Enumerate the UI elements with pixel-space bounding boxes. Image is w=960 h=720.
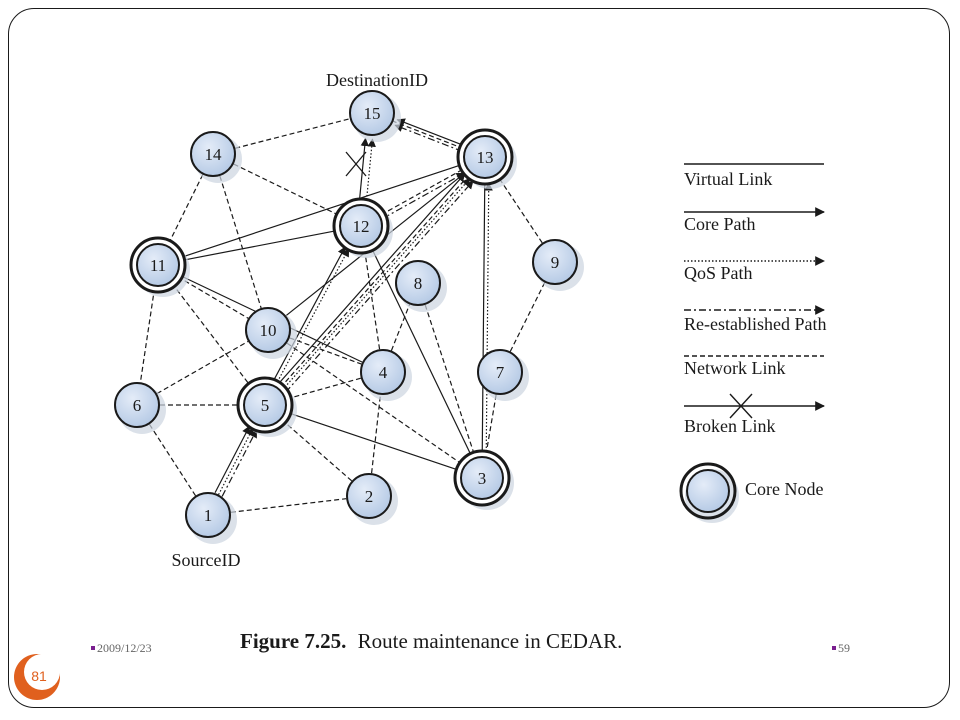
edge-9-13 bbox=[497, 175, 543, 244]
footer-date: 2009/12/23 bbox=[97, 641, 152, 655]
node-11: 11 bbox=[129, 236, 190, 297]
node-13: 13 bbox=[456, 128, 517, 189]
edge-5-3 bbox=[286, 411, 461, 472]
edge-1-5 bbox=[214, 425, 251, 494]
edge-3-13 bbox=[484, 182, 493, 456]
edge-5-12 bbox=[275, 248, 350, 386]
edge-6-1 bbox=[148, 423, 197, 497]
caption-text: Route maintenance in CEDAR. bbox=[358, 629, 623, 653]
destination-label: DestinationID bbox=[326, 70, 428, 90]
edge-7-3 bbox=[485, 394, 497, 456]
edge-14-15 bbox=[235, 118, 350, 149]
node-3: 3 bbox=[453, 449, 514, 510]
network-links bbox=[139, 118, 546, 513]
edge-12-13 bbox=[380, 167, 466, 216]
edge-14-10 bbox=[219, 175, 262, 309]
node-6: 6 bbox=[114, 382, 166, 434]
node-4: 4 bbox=[360, 349, 412, 401]
edge-13-3 bbox=[481, 179, 486, 456]
edge-11-5 bbox=[171, 282, 252, 388]
edge-5-13 bbox=[282, 177, 471, 391]
edge-11-10 bbox=[177, 276, 249, 319]
node-label-13: 13 bbox=[477, 148, 494, 167]
source-label: SourceID bbox=[172, 550, 241, 570]
edge-2-4 bbox=[370, 394, 382, 474]
node-label-5: 5 bbox=[261, 396, 270, 415]
edge-10-4 bbox=[289, 337, 362, 365]
edge-4-5 bbox=[286, 377, 362, 400]
node-label-10: 10 bbox=[260, 321, 277, 340]
node-7: 7 bbox=[477, 349, 529, 401]
edge-10-3 bbox=[286, 342, 464, 466]
legend-core-node-icon bbox=[679, 462, 739, 523]
footer-bullet-right bbox=[832, 646, 836, 650]
node-9: 9 bbox=[532, 239, 584, 291]
edge-8-3 bbox=[424, 304, 476, 457]
edge-11-6 bbox=[139, 287, 156, 383]
node-label-14: 14 bbox=[205, 145, 223, 164]
node-label-8: 8 bbox=[414, 274, 423, 293]
node-label-12: 12 bbox=[353, 217, 370, 236]
edge-12-15 bbox=[358, 137, 369, 203]
edge-6-10 bbox=[156, 340, 249, 395]
legend-core-path: Core Path bbox=[684, 214, 756, 234]
caption-figure-label: Figure 7.25. bbox=[240, 629, 346, 653]
node-label-7: 7 bbox=[496, 363, 505, 382]
legend-core-node: Core Node bbox=[745, 479, 823, 499]
node-8: 8 bbox=[395, 260, 447, 312]
node-label-4: 4 bbox=[379, 363, 388, 382]
edge-13-15 bbox=[396, 118, 465, 147]
edge-4-12 bbox=[363, 248, 381, 350]
edge-1-2 bbox=[230, 498, 347, 513]
node-15: 15 bbox=[349, 90, 401, 142]
edge-13-15 bbox=[394, 124, 463, 153]
slide-number: 81 bbox=[31, 668, 47, 684]
edge-7-9 bbox=[509, 282, 546, 352]
node-2: 2 bbox=[346, 473, 398, 525]
edge-2-5 bbox=[281, 419, 353, 482]
legend-virtual-link: Virtual Link bbox=[684, 169, 772, 189]
legend: Virtual Link Core Path QoS Path Re-estab… bbox=[679, 163, 826, 523]
edge-5-13 bbox=[285, 180, 474, 393]
node-label-3: 3 bbox=[478, 469, 487, 488]
legend-network-link: Network Link bbox=[684, 358, 785, 378]
edge-11-12 bbox=[180, 229, 339, 262]
edge-4-8 bbox=[390, 304, 411, 351]
broken-link-marker bbox=[345, 151, 367, 177]
edge-1-5 bbox=[221, 429, 258, 497]
footer-bullet-left bbox=[91, 646, 95, 650]
edge-13-15 bbox=[393, 120, 464, 150]
footer-page-right: 59 bbox=[838, 641, 850, 655]
edge-5-12 bbox=[271, 246, 346, 384]
legend-broken-link: Broken Link bbox=[684, 416, 776, 436]
slide-frame bbox=[8, 8, 950, 708]
edge-5-13 bbox=[276, 173, 466, 386]
node-label-9: 9 bbox=[551, 253, 560, 272]
legend-reestablished-path: Re-established Path bbox=[684, 314, 826, 334]
edge-12-3 bbox=[370, 246, 473, 458]
node-5: 5 bbox=[236, 376, 297, 437]
node-1: 1 bbox=[185, 492, 237, 544]
edge-12-15 bbox=[365, 138, 376, 204]
edge-11-13 bbox=[179, 163, 464, 259]
edge-14-12 bbox=[233, 163, 341, 217]
node-label-11: 11 bbox=[150, 256, 166, 275]
figure-caption: Figure 7.25. Route maintenance in CEDAR. bbox=[240, 629, 622, 653]
node-10: 10 bbox=[245, 307, 297, 359]
node-12: 12 bbox=[332, 197, 393, 258]
edge-12-13 bbox=[382, 172, 465, 219]
node-14: 14 bbox=[190, 131, 242, 183]
node-label-1: 1 bbox=[204, 506, 213, 525]
legend-qos-path: QoS Path bbox=[684, 263, 753, 283]
edge-1-5 bbox=[218, 427, 254, 495]
node-label-15: 15 bbox=[364, 104, 381, 123]
node-label-2: 2 bbox=[365, 487, 374, 506]
edge-14-11 bbox=[167, 174, 204, 245]
node-label-6: 6 bbox=[133, 396, 142, 415]
